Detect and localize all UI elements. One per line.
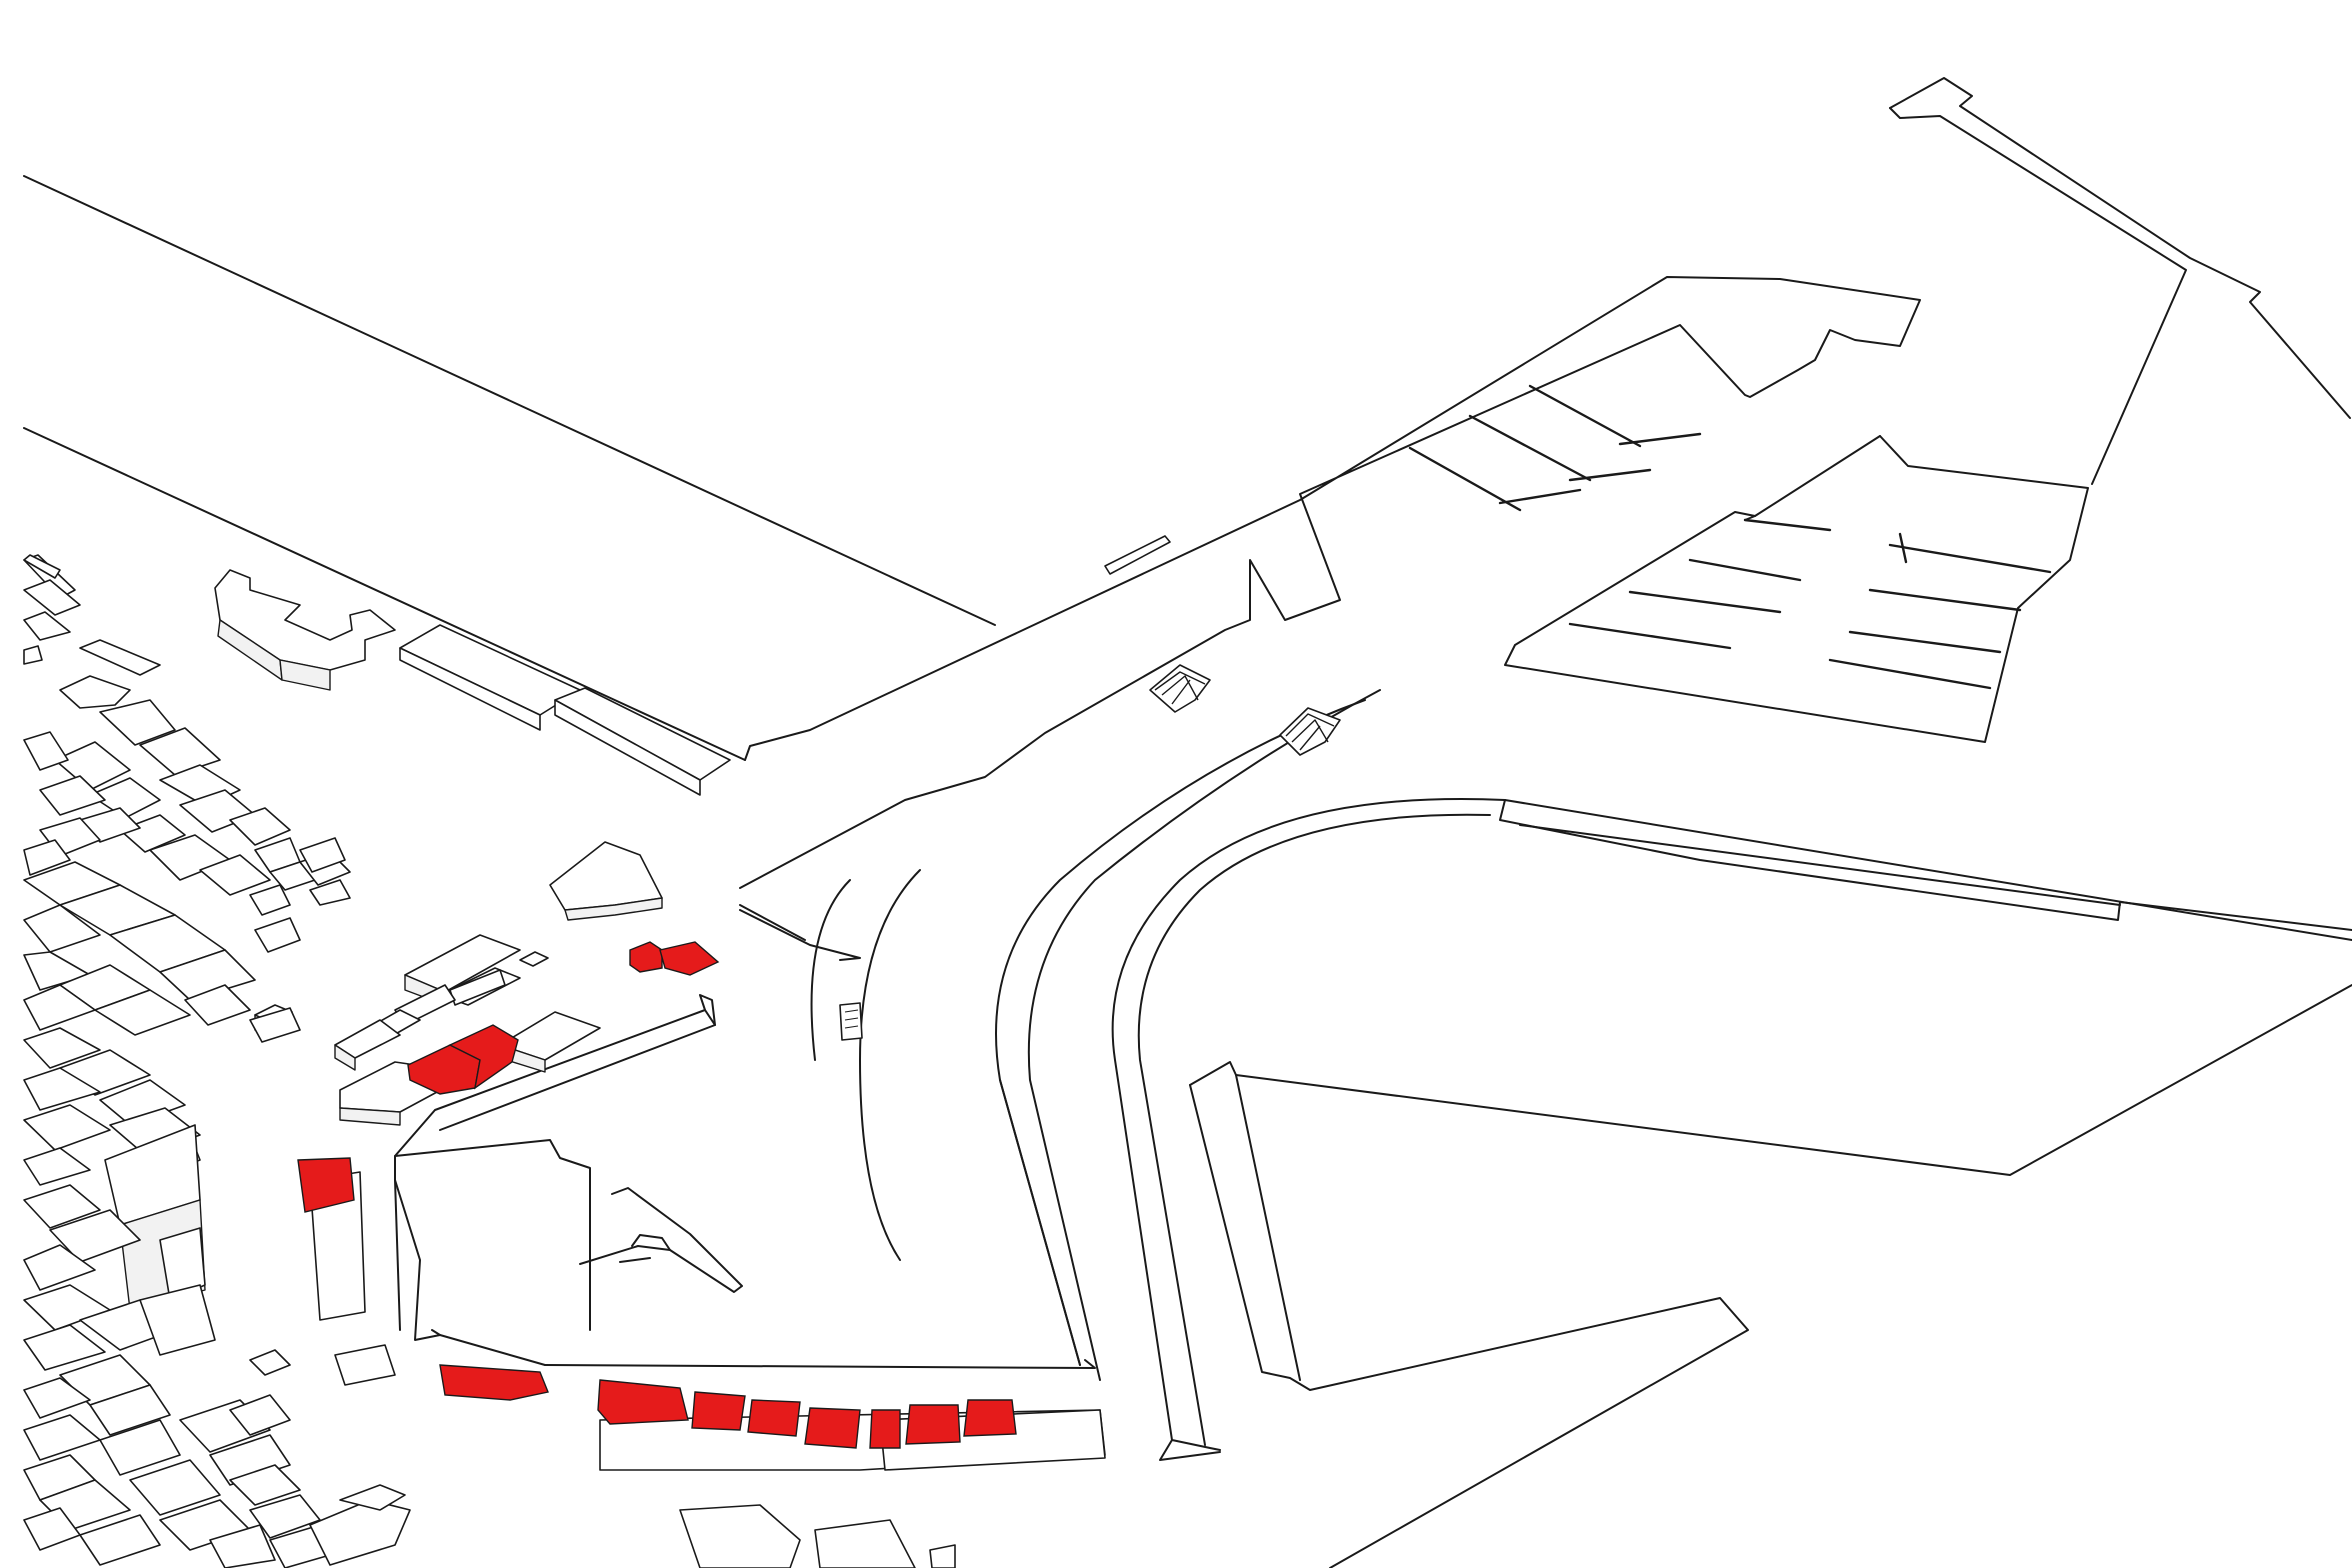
warehouse-hatched-row (399, 624, 731, 796)
highlighted-building-9 (747, 1399, 801, 1437)
old-town-buildings (23, 554, 411, 1568)
highlighted-building-1 (629, 941, 663, 973)
building-pentagon (549, 841, 663, 921)
highlighted-building-13 (963, 1399, 1017, 1437)
coastline-outlines (23, 77, 2352, 1568)
highlighted-building-2 (659, 941, 720, 976)
highlighted-building-5 (297, 1157, 355, 1213)
highlighted-building-11 (869, 1409, 901, 1449)
building-terminal-block (214, 569, 396, 691)
building-cluster-quay (254, 934, 601, 1126)
highlighted-building-7 (597, 1379, 689, 1425)
highlighted-building-10 (804, 1407, 861, 1449)
bridge-truss-left (1149, 664, 1211, 713)
quay-structure-north (1104, 535, 1171, 575)
bridge-truss-right (1279, 707, 1341, 756)
highlighted-building-12 (905, 1404, 961, 1445)
highlighted-building-6 (439, 1364, 549, 1401)
waterfront-row-buildings (309, 1171, 1106, 1568)
marina-pontoons (579, 384, 2052, 1293)
highlighted-building-4 (448, 1024, 519, 1090)
coastal-small-blocks (23, 554, 291, 1376)
highlighted-buildings (297, 941, 1017, 1449)
highlighted-building-8 (691, 1391, 746, 1431)
